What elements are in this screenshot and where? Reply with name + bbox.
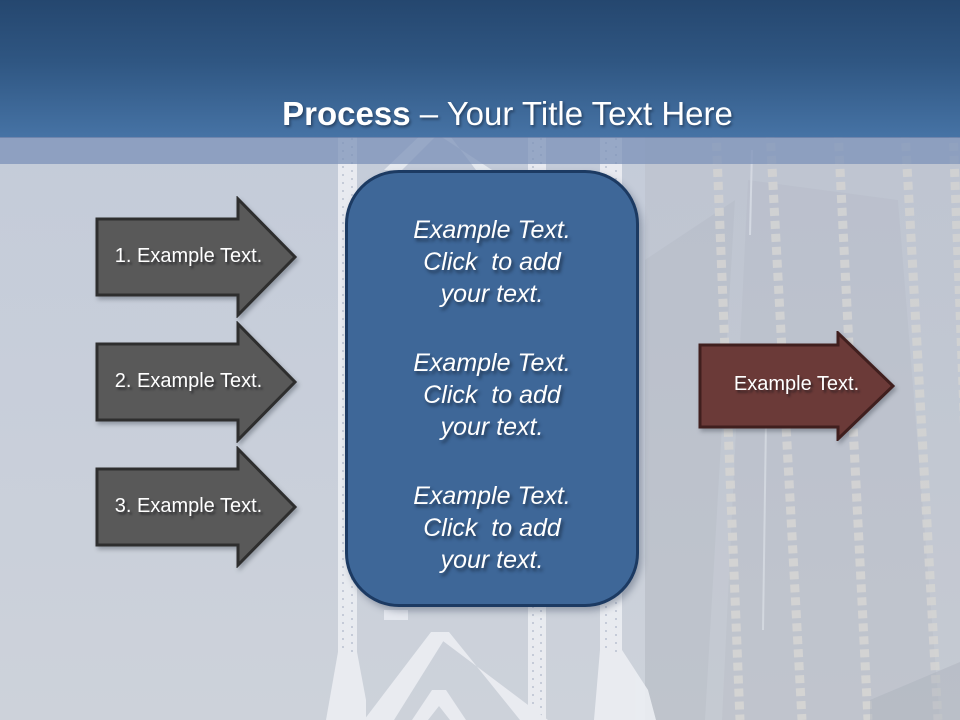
process-step-label-1: 1. Example Text. bbox=[114, 244, 263, 267]
title-rest: Your Title Text Here bbox=[446, 95, 733, 132]
process-step-label-3: 3. Example Text. bbox=[114, 494, 263, 517]
header-transition-band bbox=[0, 137, 960, 164]
arrow-shape bbox=[95, 321, 298, 443]
result-arrow-label: Example Text. bbox=[733, 372, 860, 395]
placeholder-line: Click to add bbox=[423, 513, 561, 542]
placeholder-line: your text. bbox=[440, 412, 544, 441]
placeholder-line: your text. bbox=[440, 279, 544, 308]
placeholder-paragraph-2[interactable]: Example Text. Click to add your text. bbox=[348, 347, 636, 443]
page-title: Process – Your Title Text Here bbox=[0, 54, 960, 174]
placeholder-line: Click to add bbox=[423, 247, 561, 276]
placeholder-text-area: Example Text. Click to add your text. Ex… bbox=[348, 173, 636, 604]
placeholder-line: Example Text. bbox=[413, 481, 571, 510]
placeholder-line: Example Text. bbox=[413, 215, 571, 244]
arrow-shape bbox=[95, 446, 298, 568]
result-arrow[interactable]: Example Text. bbox=[698, 331, 895, 441]
arrow-shape bbox=[698, 331, 895, 441]
placeholder-paragraph-1[interactable]: Example Text. Click to add your text. bbox=[348, 214, 636, 310]
placeholder-line: Click to add bbox=[423, 380, 561, 409]
process-step-arrow-1[interactable]: 1. Example Text. bbox=[95, 196, 298, 318]
process-step-arrow-3[interactable]: 3. Example Text. bbox=[95, 446, 298, 568]
process-step-arrow-2[interactable]: 2. Example Text. bbox=[95, 321, 298, 443]
title-separator: – bbox=[410, 95, 447, 132]
arrow-shape bbox=[95, 196, 298, 318]
process-step-label-2: 2. Example Text. bbox=[114, 369, 263, 392]
placeholder-line: Example Text. bbox=[413, 348, 571, 377]
title-emphasis: Process bbox=[282, 95, 411, 132]
placeholder-paragraph-3[interactable]: Example Text. Click to add your text. bbox=[348, 480, 636, 576]
content-placeholder-box[interactable]: Example Text. Click to add your text. Ex… bbox=[345, 170, 639, 607]
placeholder-line: your text. bbox=[440, 545, 544, 574]
slide-header: Process – Your Title Text Here bbox=[0, 0, 960, 137]
